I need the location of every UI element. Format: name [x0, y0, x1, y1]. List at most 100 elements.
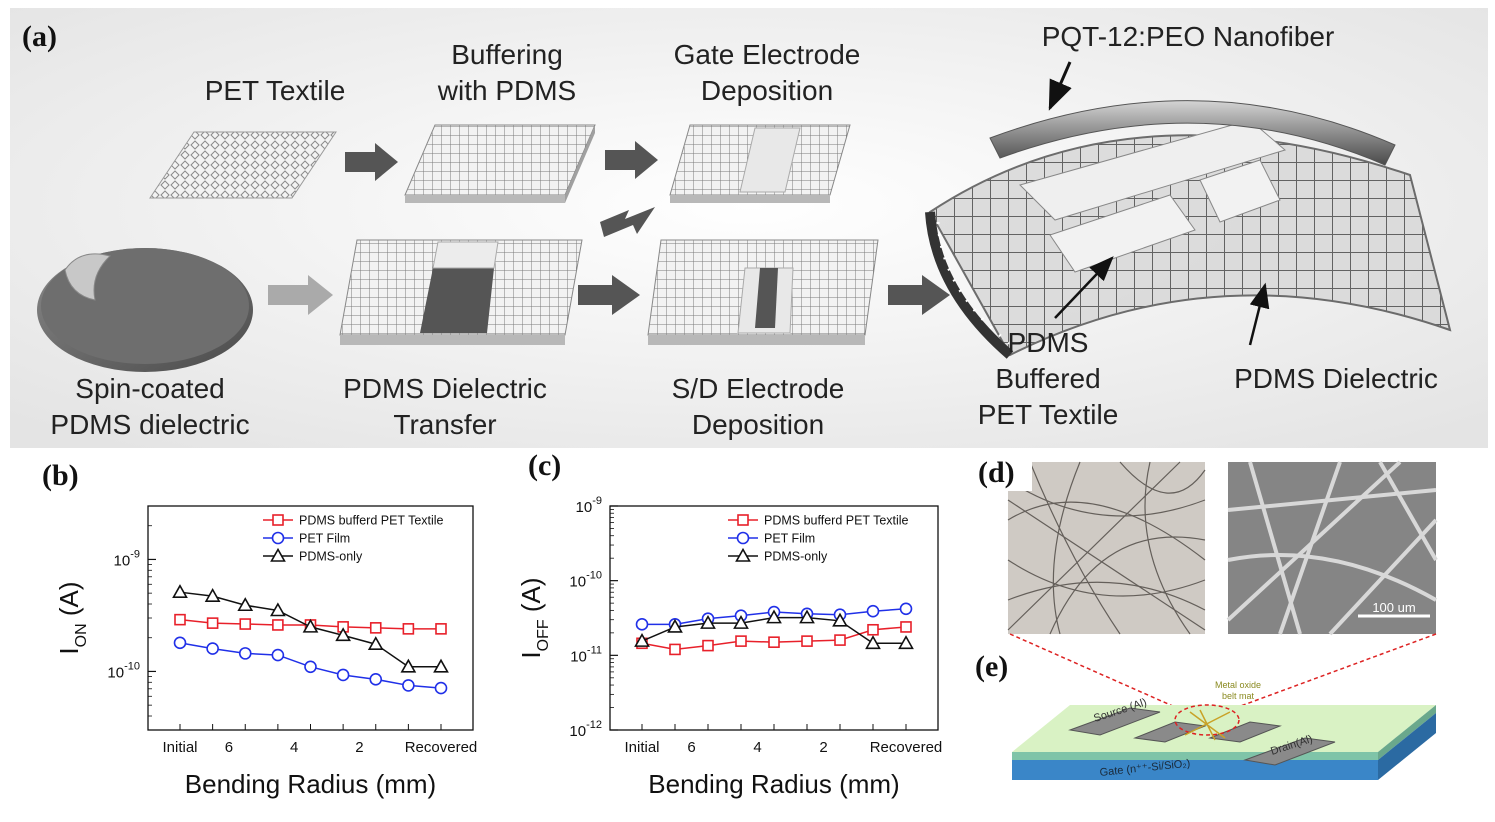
- label-spin-line2: PDMS dielectric: [50, 409, 249, 440]
- data-point: [669, 643, 681, 656]
- data-point: [635, 618, 649, 631]
- device-schematic: Source (Al) Drain(Al) Gate (n⁺⁺-Si/SiO₂)…: [1012, 680, 1436, 780]
- data-point: [434, 681, 448, 695]
- x-tick-label: Initial: [162, 739, 197, 756]
- data-point: [801, 635, 813, 647]
- x-tick-label: 6: [225, 739, 233, 756]
- dielectric-pointer: [1248, 282, 1270, 346]
- y-tick-label: 10-9: [114, 548, 140, 569]
- data-point: [367, 636, 384, 651]
- arrow-5: [578, 275, 640, 315]
- legend-marker: [736, 531, 750, 545]
- y-tick-label: 10-10: [569, 570, 602, 591]
- data-point: [237, 597, 254, 612]
- data-point: [206, 642, 219, 655]
- channel-pad-left: [1133, 721, 1207, 743]
- data-point: [435, 623, 447, 635]
- data-point: [304, 660, 317, 674]
- curved-device: [925, 100, 1452, 359]
- nanofiber-pointer: [1048, 61, 1072, 111]
- data-point: [238, 647, 252, 660]
- source-pad: [1068, 707, 1161, 736]
- x-tick-label: 4: [290, 739, 298, 756]
- mat-label-line1: Metal oxide: [1215, 680, 1261, 690]
- legend-label: PDMS-only: [299, 550, 363, 564]
- data-point: [173, 636, 187, 650]
- data-point: [898, 635, 914, 650]
- panel-d-label: (d): [978, 456, 1015, 489]
- arrow-2: [605, 141, 658, 179]
- data-point: [402, 679, 415, 692]
- data-point: [302, 618, 319, 633]
- legend-label: PDMS bufferd PET Textile: [764, 514, 909, 528]
- x-tick-label: Recovered: [405, 739, 478, 756]
- x-tick-label: 6: [687, 739, 695, 756]
- data-point: [400, 658, 417, 673]
- label-buffered-line1: PDMS: [1008, 327, 1089, 358]
- label-pet-textile: PET Textile: [205, 75, 346, 106]
- series-2: [172, 584, 449, 673]
- label-gate-line2: Deposition: [701, 75, 833, 106]
- label-spin-line1: Spin-coated: [75, 373, 224, 404]
- data-point: [204, 588, 221, 602]
- data-point: [899, 602, 913, 616]
- data-point: [402, 623, 415, 635]
- legend-label: PDMS-only: [764, 550, 828, 564]
- y-tick-label: 10-9: [576, 495, 602, 516]
- legend-marker: [735, 547, 751, 562]
- x-tick-label: 2: [355, 739, 363, 756]
- series-1: [173, 636, 448, 695]
- spin-coated-disc: [37, 248, 253, 372]
- label-buffering-line2: with PDMS: [437, 75, 576, 106]
- panel-d: 100 um (d): [976, 455, 1438, 636]
- channel-pad-right: [1208, 721, 1282, 743]
- data-point: [172, 584, 188, 598]
- legend-label: PET Film: [764, 532, 815, 546]
- data-point: [433, 658, 449, 673]
- panel-c-label: (c): [528, 449, 561, 482]
- y-tick-label: 10-11: [570, 644, 602, 665]
- x-tick-label: Recovered: [870, 739, 943, 756]
- legend-marker: [737, 514, 749, 526]
- label-nanofiber: PQT-12:PEO Nanofiber: [1042, 21, 1335, 52]
- data-point: [834, 634, 846, 646]
- transfer-tile: [339, 239, 583, 345]
- data-point: [667, 618, 683, 633]
- data-point: [369, 673, 383, 686]
- data-point: [174, 613, 186, 626]
- series-2: [634, 609, 914, 650]
- scale-bar-label: 100 um: [1372, 600, 1415, 615]
- y-tick-label: 10-10: [107, 660, 140, 681]
- buffered-tile: [404, 124, 596, 203]
- y-tick-label: 10-12: [569, 719, 602, 740]
- label-buffered-line2: Buffered: [995, 363, 1100, 394]
- data-point: [335, 627, 351, 642]
- x-tick-label: Initial: [624, 739, 659, 756]
- data-point: [336, 668, 350, 682]
- sd-tile: [647, 239, 879, 345]
- data-point: [735, 635, 747, 647]
- data-point: [700, 614, 716, 629]
- label-dielectric: PDMS Dielectric: [1234, 363, 1438, 394]
- plot-frame: [147, 505, 474, 731]
- legend-marker: [270, 547, 286, 562]
- x-tick-label: 2: [819, 739, 827, 756]
- data-point: [832, 612, 848, 627]
- data-point: [733, 614, 749, 629]
- micrograph-optical: [1007, 461, 1206, 635]
- panel-a: (a) PET Textile Buffering with PDMS Gate…: [10, 8, 1488, 448]
- arrow-3: [600, 207, 655, 237]
- panel-e: (e) Source (Al) Drain(Al) Gate (n⁺⁺-Si/S…: [975, 633, 1437, 780]
- data-point: [799, 609, 815, 624]
- legend-marker: [271, 531, 285, 545]
- y-axis-title: IOFF (A): [516, 577, 552, 658]
- data-point: [634, 632, 650, 647]
- y-axis-title: ION (A): [54, 581, 90, 654]
- panel-a-label: (a): [22, 20, 57, 53]
- data-point: [768, 636, 780, 648]
- x-axis-title: Bending Radius (mm): [185, 769, 436, 799]
